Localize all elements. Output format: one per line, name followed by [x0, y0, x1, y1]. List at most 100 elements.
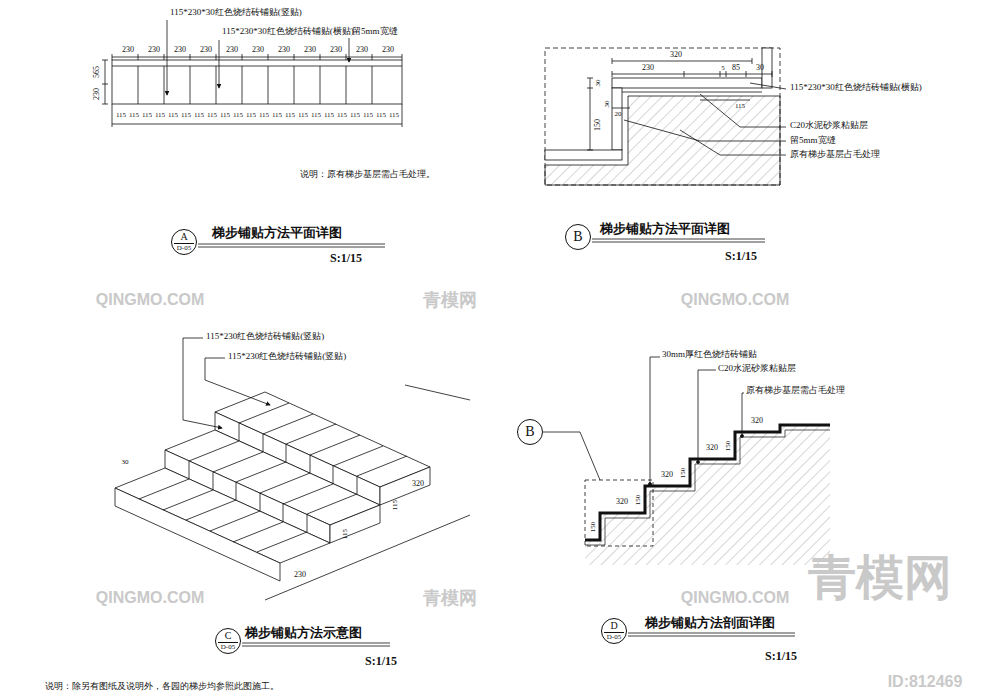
dimension-text: 20 [615, 111, 622, 118]
dimension-text: 115 [342, 529, 349, 539]
sheet-number: D-05 [221, 644, 235, 651]
dimension-text: 115 [259, 112, 269, 119]
dimension-text: 230 [356, 46, 368, 54]
annotation-text: C20水泥砂浆粘贴层 [718, 364, 796, 373]
dimension-text: 230 [294, 571, 306, 579]
dimension-text: 30 [595, 80, 602, 87]
dimension-text: 115 [207, 112, 217, 119]
annotation-text: 说明：原有梯步基层需占毛处理。 [300, 170, 435, 179]
annotation-text: C20水泥砂浆粘贴层 [790, 121, 868, 130]
marker-divider [604, 632, 623, 633]
dimension-text: 5 [721, 65, 725, 72]
dimension-text: 115 [392, 500, 399, 510]
dimension-text: 85 [732, 64, 740, 72]
annotation-text: 留5mm宽缝 [790, 136, 836, 145]
dimension-text: 230 [93, 88, 101, 100]
dimension-text: 230 [642, 64, 654, 72]
dimension-text: 115 [311, 112, 321, 119]
annotation-text: 原有梯步基层占毛处理 [790, 150, 880, 159]
dimension-text: 230 [174, 46, 186, 54]
annotation-text: 115*230*30红色烧结砖铺贴(横贴) [790, 83, 922, 92]
annotation-text: 留5mm宽缝 [352, 27, 398, 36]
annotation-text: 梯步铺贴方法平面详图 [600, 222, 730, 235]
watermark: ID:812469 [888, 674, 963, 690]
annotation-text: 115*230*30红色烧结砖铺贴(竖贴) [170, 8, 302, 17]
dimension-text: 115 [272, 112, 282, 119]
dimension-text: 150 [680, 468, 687, 479]
marker-letter: D [610, 621, 617, 631]
dimension-text: 30 [122, 459, 129, 466]
detail-marker: B [565, 224, 591, 250]
dimension-text: 230 [278, 46, 290, 54]
watermark: QINGMO.COM [96, 590, 204, 606]
watermark: 青模网 [423, 589, 477, 607]
dimension-text: 320 [751, 417, 763, 425]
dimension-text: 150 [590, 522, 597, 533]
annotation-text: 梯步铺贴方法平面详图 [212, 226, 342, 239]
marker-divider [174, 243, 193, 244]
dimension-text: 150 [594, 119, 602, 131]
dimension-text: 150 [635, 495, 642, 506]
dimension-text: 150 [725, 441, 732, 452]
dimension-text: 115 [194, 112, 204, 119]
dimension-text: 115 [298, 112, 308, 119]
dimension-text: 115 [181, 112, 191, 119]
annotation-text: S:1/15 [330, 252, 362, 264]
detail-marker: A D-05 [171, 229, 197, 255]
dimension-text: 30 [756, 64, 764, 72]
annotation-text: 30mm厚红色烧结砖铺贴 [662, 350, 757, 359]
dimension-text: 230 [226, 46, 238, 54]
dimension-text: 115 [220, 112, 230, 119]
dimension-text: 115 [285, 112, 295, 119]
dimension-text: 115 [735, 103, 745, 110]
marker-letter: A [180, 232, 187, 242]
dimension-text: 115 [246, 112, 256, 119]
annotation-text: 梯步铺贴方法示意图 [245, 626, 362, 639]
dimension-text: 115 [155, 112, 165, 119]
annotation-text: 原有梯步基层需占毛处理 [746, 386, 845, 395]
annotation-text: S:1/15 [725, 250, 757, 262]
annotation-text: S:1/15 [765, 650, 797, 662]
annotation-text: 梯步铺贴方法剖面详图 [645, 616, 775, 629]
dimension-text: 30 [604, 101, 611, 108]
dimension-text: 320 [661, 471, 673, 479]
dimension-text: 115 [350, 112, 360, 119]
detail-marker: C D-05 [215, 628, 241, 654]
dimension-text: 115 [337, 112, 347, 119]
marker-divider [218, 642, 237, 643]
dimension-text: 115 [324, 112, 334, 119]
dimension-text: 115 [233, 112, 243, 119]
dimension-text: 115 [363, 112, 373, 119]
annotation-text: 说明：除另有图纸及说明外，各园的梯步均参照此图施工。 [45, 682, 279, 691]
marker-letter: B [525, 425, 534, 439]
dimension-text: 115 [142, 112, 152, 119]
dimension-text: 115 [129, 112, 139, 119]
annotation-text: S:1/15 [365, 655, 397, 667]
dimension-text: 320 [670, 51, 682, 59]
dimension-text: 115 [116, 112, 126, 119]
sheet-number: D-05 [177, 245, 191, 252]
annotation-text: 115*230红色烧结砖铺贴(竖贴) [228, 352, 346, 361]
detail-marker: B [517, 419, 543, 445]
dimension-text: 320 [706, 444, 718, 452]
watermark: 青模网 [423, 291, 477, 309]
annotation-text: 115*230*30红色烧结砖铺贴(横贴) [222, 27, 354, 36]
watermark: 青模网 [808, 554, 952, 602]
marker-letter: B [573, 230, 582, 244]
dimension-text: 115 [168, 112, 178, 119]
dimension-text: 115 [376, 112, 386, 119]
dimension-text: 230 [252, 46, 264, 54]
watermark: QINGMO.COM [96, 292, 204, 308]
marker-letter: C [225, 631, 232, 641]
dimension-text: 320 [412, 480, 424, 488]
dimension-text: 230 [304, 46, 316, 54]
dimension-text: 230 [330, 46, 342, 54]
dimension-text: 565 [93, 66, 101, 78]
dimension-text: 230 [148, 46, 160, 54]
dimension-text: 320 [616, 498, 628, 506]
detail-marker: DD-05 [601, 618, 627, 644]
dimension-text: 115 [389, 112, 399, 119]
dimension-text: 230 [122, 46, 134, 54]
annotation-text: 115*230红色烧结砖铺贴(竖贴) [206, 332, 324, 341]
